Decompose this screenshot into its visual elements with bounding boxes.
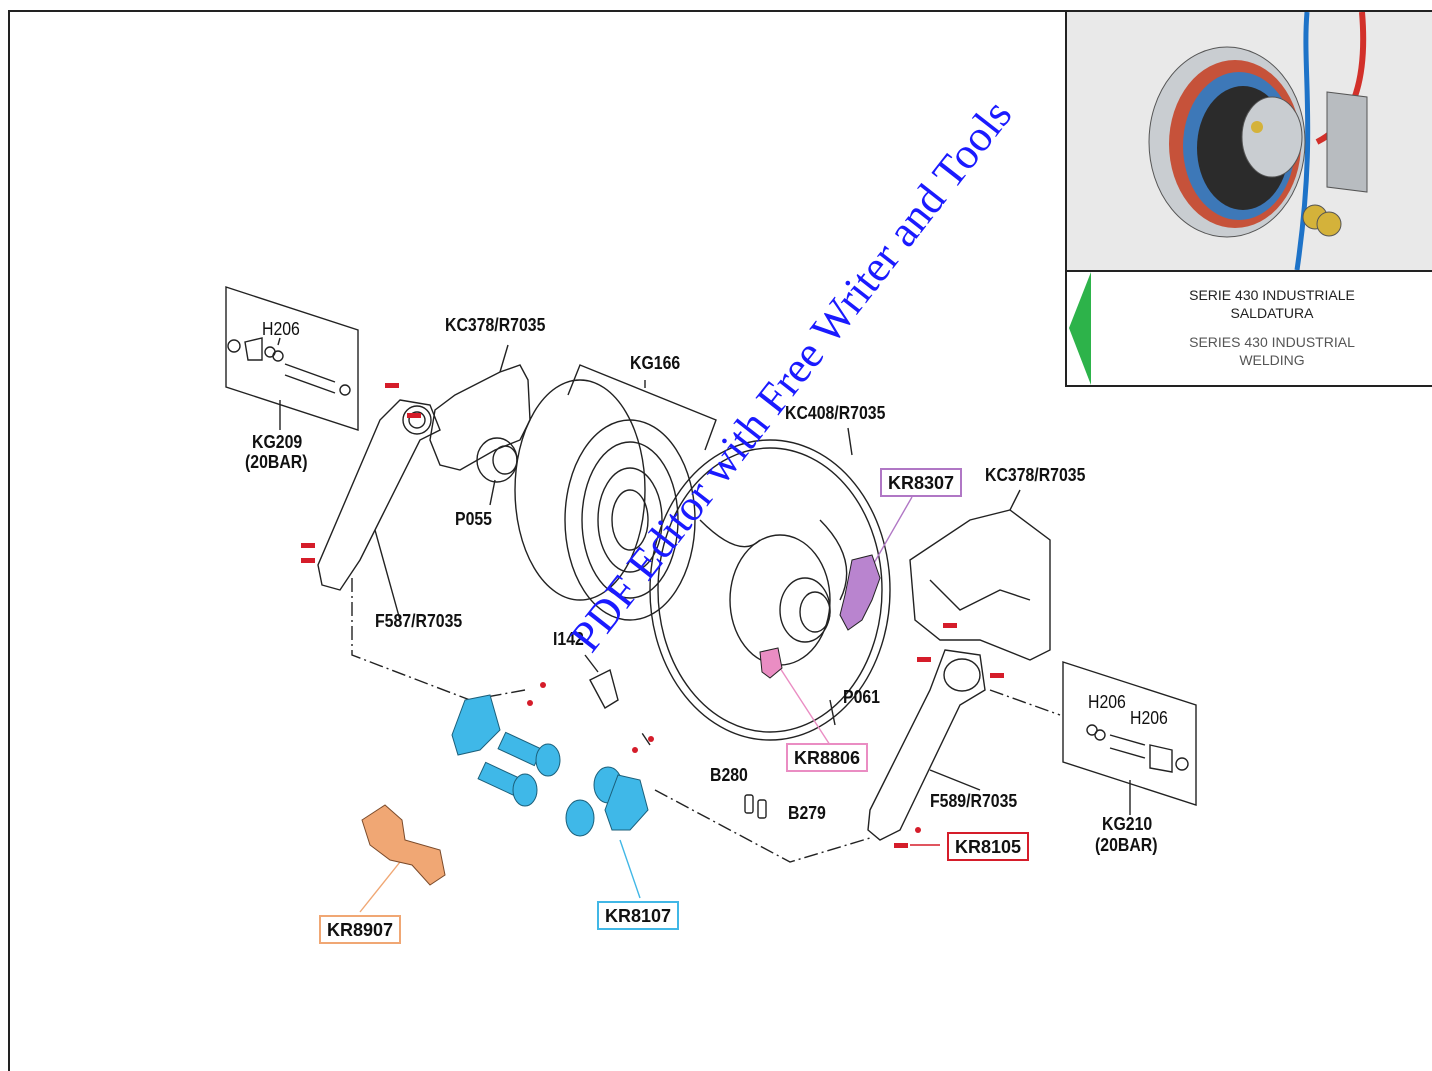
kg210-box xyxy=(1062,661,1197,806)
code-kr8806: KR8806 xyxy=(786,743,869,772)
label-p055: P055 xyxy=(455,509,493,529)
inset-panel: SERIE 430 INDUSTRIALE SALDATURA SERIES 4… xyxy=(1065,10,1432,387)
hose-reel-illustration xyxy=(1148,11,1368,271)
caption-it-line1: SERIE 430 INDUSTRIALE xyxy=(1189,287,1355,303)
label-i142: I142 xyxy=(553,629,584,649)
label-f589: F589/R7035 xyxy=(930,791,1018,811)
kg166-spring-disc xyxy=(514,379,646,601)
kr8107-parts xyxy=(451,694,649,837)
code-kr8105: KR8105 xyxy=(947,832,1030,861)
label-kc408: KC408/R7035 xyxy=(785,403,886,423)
label-h206-right-2: H206 xyxy=(1130,708,1168,728)
code-kr8907: KR8907 xyxy=(319,915,402,944)
caption-en-line1: SERIES 430 INDUSTRIAL xyxy=(1189,334,1355,350)
caption-it-line2: SALDATURA xyxy=(1230,305,1314,321)
f587-arm xyxy=(317,399,441,591)
kc378-right-part xyxy=(909,509,1051,661)
back-arrow-icon[interactable] xyxy=(1067,270,1097,387)
label-kg209-bar: (20BAR) xyxy=(245,452,308,472)
label-kg166: KG166 xyxy=(630,353,681,373)
code-kr8307: KR8307 xyxy=(880,468,963,497)
label-p061: P061 xyxy=(843,687,881,707)
label-kc378-left: KC378/R7035 xyxy=(445,315,546,335)
caption-en-line2: WELDING xyxy=(1239,352,1305,368)
label-kg209: KG209 xyxy=(252,432,303,452)
label-b280: B280 xyxy=(710,765,748,785)
code-kr8107: KR8107 xyxy=(597,901,680,930)
label-h206-right-1: H206 xyxy=(1088,692,1126,712)
label-kc378-right: KC378/R7035 xyxy=(985,465,1086,485)
kg209-box xyxy=(225,286,359,431)
assembly-line-bottom xyxy=(654,789,871,863)
f589-arm xyxy=(867,649,986,841)
inset-caption: SERIE 430 INDUSTRIALE SALDATURA SERIES 4… xyxy=(1067,270,1432,387)
assembly-line-right xyxy=(989,689,1061,716)
kr8806-part xyxy=(759,647,783,679)
label-h206-left: H206 xyxy=(262,319,300,339)
kr8907-part xyxy=(361,804,446,886)
i142-part xyxy=(589,668,619,709)
kg166-bracket xyxy=(567,364,717,451)
kr8307-part xyxy=(839,554,881,631)
product-photo xyxy=(1067,11,1432,272)
label-f587: F587/R7035 xyxy=(375,611,463,631)
label-kg210: KG210 xyxy=(1102,814,1153,834)
label-b279: B279 xyxy=(788,803,826,823)
kc408-drum-rim xyxy=(649,439,891,741)
assembly-line-left xyxy=(351,578,526,701)
kc378-left-part xyxy=(429,364,531,471)
page-frame xyxy=(8,10,1432,1071)
label-kg210-bar: (20BAR) xyxy=(1095,835,1158,855)
red-screws xyxy=(301,383,1004,848)
